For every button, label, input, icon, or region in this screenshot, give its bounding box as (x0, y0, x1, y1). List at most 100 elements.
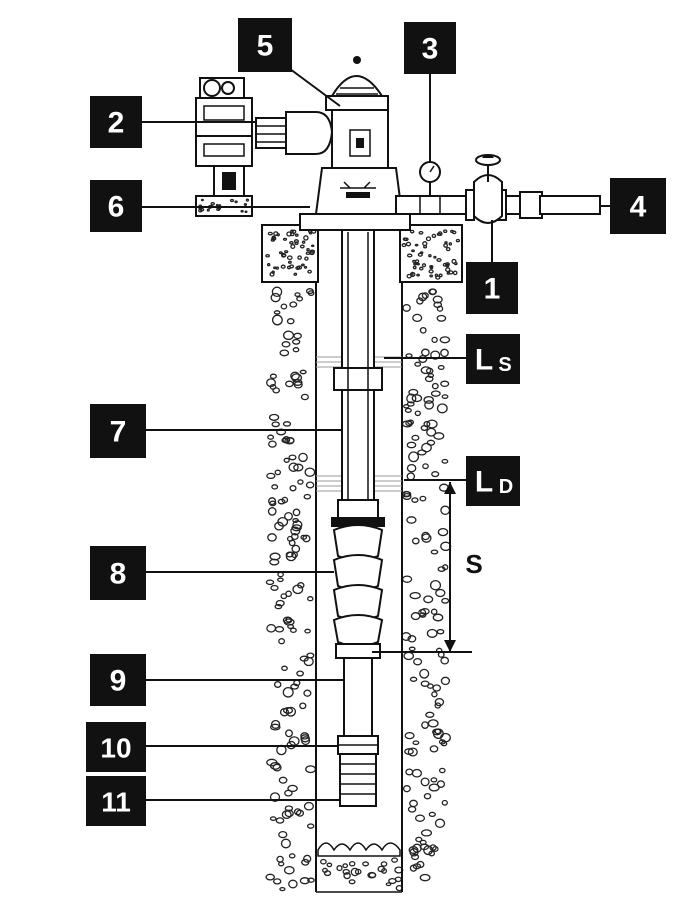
gravel-stone (292, 518, 299, 523)
gravel-stone (411, 768, 423, 778)
gravel-stone (445, 267, 451, 273)
gravel-stone (407, 635, 417, 643)
gravel-stone (274, 603, 283, 610)
gravel-stone (285, 380, 294, 388)
gravel-stone (291, 229, 297, 234)
gravel-stone (279, 349, 290, 357)
gravel-stone (405, 768, 414, 776)
gravel-stone (413, 657, 423, 666)
soil-right (401, 288, 452, 882)
gravel-stone (269, 558, 280, 566)
gravel-stone (275, 817, 285, 824)
gravel-stone (417, 449, 427, 456)
gravel-stone (417, 252, 423, 257)
gravel-stone (278, 776, 288, 784)
gravel-stone (300, 263, 305, 267)
label-5: 5 (238, 18, 292, 72)
label-11: 11 (86, 776, 146, 826)
gravel-stone (267, 231, 273, 236)
gear-drive (255, 111, 334, 155)
gravel-stone (286, 231, 292, 237)
gravel-stone (354, 868, 362, 875)
gravel-stone (289, 627, 297, 634)
gravel-stone (430, 608, 438, 615)
gravel-stone (273, 681, 282, 688)
gravel-stone (275, 599, 285, 607)
gravel-stone (271, 314, 283, 326)
gravel-stone (420, 424, 429, 432)
gravel-stone (281, 665, 288, 672)
gravel-stone (406, 393, 417, 404)
gravel-stone (288, 879, 298, 889)
gravel-stone (295, 809, 305, 817)
gravel-stone (423, 792, 432, 800)
gravel-stone (286, 318, 295, 325)
gravel-stone (306, 823, 315, 829)
gravel-stone (283, 865, 295, 875)
gravel-stone (288, 853, 296, 859)
gravel-stone (423, 395, 434, 404)
gravel-stone (336, 865, 343, 872)
label-1-text: 1 (484, 273, 501, 306)
well-bottom-sediment (317, 842, 401, 857)
gravel-stone (385, 882, 392, 887)
gravel-stone (304, 256, 309, 261)
gravel-stone (410, 272, 414, 276)
gravel-stone (285, 551, 294, 558)
gravel-stone (293, 332, 302, 340)
gravel-stone (414, 814, 426, 822)
gravel-stone (435, 588, 446, 598)
gravel-stone (416, 860, 425, 869)
gravel-stone (292, 520, 303, 530)
gravel-stone (234, 200, 238, 204)
control-unit (195, 77, 253, 217)
gravel-stone (426, 628, 438, 638)
gravel-stone (298, 452, 308, 463)
gravel-stone (414, 410, 421, 417)
label-5-text: 5 (257, 30, 274, 63)
gravel-stone (288, 454, 297, 461)
gravel-stone (284, 250, 289, 254)
gravel-stone (368, 872, 377, 879)
gate-valve (473, 154, 503, 224)
gravel-stone (420, 829, 433, 837)
gravel-stone (430, 390, 441, 397)
gravel-stone (271, 421, 280, 428)
gravel-stone (285, 706, 297, 717)
gravel-stone (269, 792, 281, 802)
discharge-head (314, 167, 404, 215)
label-9-text: 9 (110, 665, 127, 698)
label-6-text: 6 (108, 191, 125, 224)
gravel-stone (303, 854, 312, 863)
gravel-stone (290, 371, 300, 381)
label-ls-main: L (475, 344, 493, 377)
label-10: 10 (86, 722, 146, 772)
gravel-stone (270, 723, 281, 731)
gravel-stone (269, 373, 277, 380)
gravel-stone (425, 367, 434, 375)
gravel-stone (429, 745, 439, 753)
gravel-stone (271, 484, 279, 490)
gravel-stone (276, 855, 284, 863)
gravel-stone (404, 731, 415, 740)
gravel-stone (282, 237, 288, 241)
gravel-stone (433, 432, 445, 440)
gravel-stone (278, 830, 288, 839)
gravel-stone (274, 469, 282, 476)
gravel-stone (307, 596, 314, 602)
gravel-stone (272, 878, 282, 885)
gravel-stone (422, 463, 429, 470)
gravel-stone (408, 388, 419, 396)
gravel-stone (431, 382, 439, 390)
gravel-stone (416, 273, 420, 277)
gravel-stone (377, 865, 386, 873)
gravel-stone (446, 271, 451, 275)
gravel-stone (436, 403, 448, 414)
gravel-stone (265, 254, 270, 258)
gravel-stone (418, 608, 427, 617)
gravel-stone (269, 816, 277, 821)
label-2: 2 (90, 96, 142, 148)
gravel-stone (305, 481, 315, 489)
gravel-stone (269, 383, 277, 390)
pressure-gauge (419, 161, 441, 196)
